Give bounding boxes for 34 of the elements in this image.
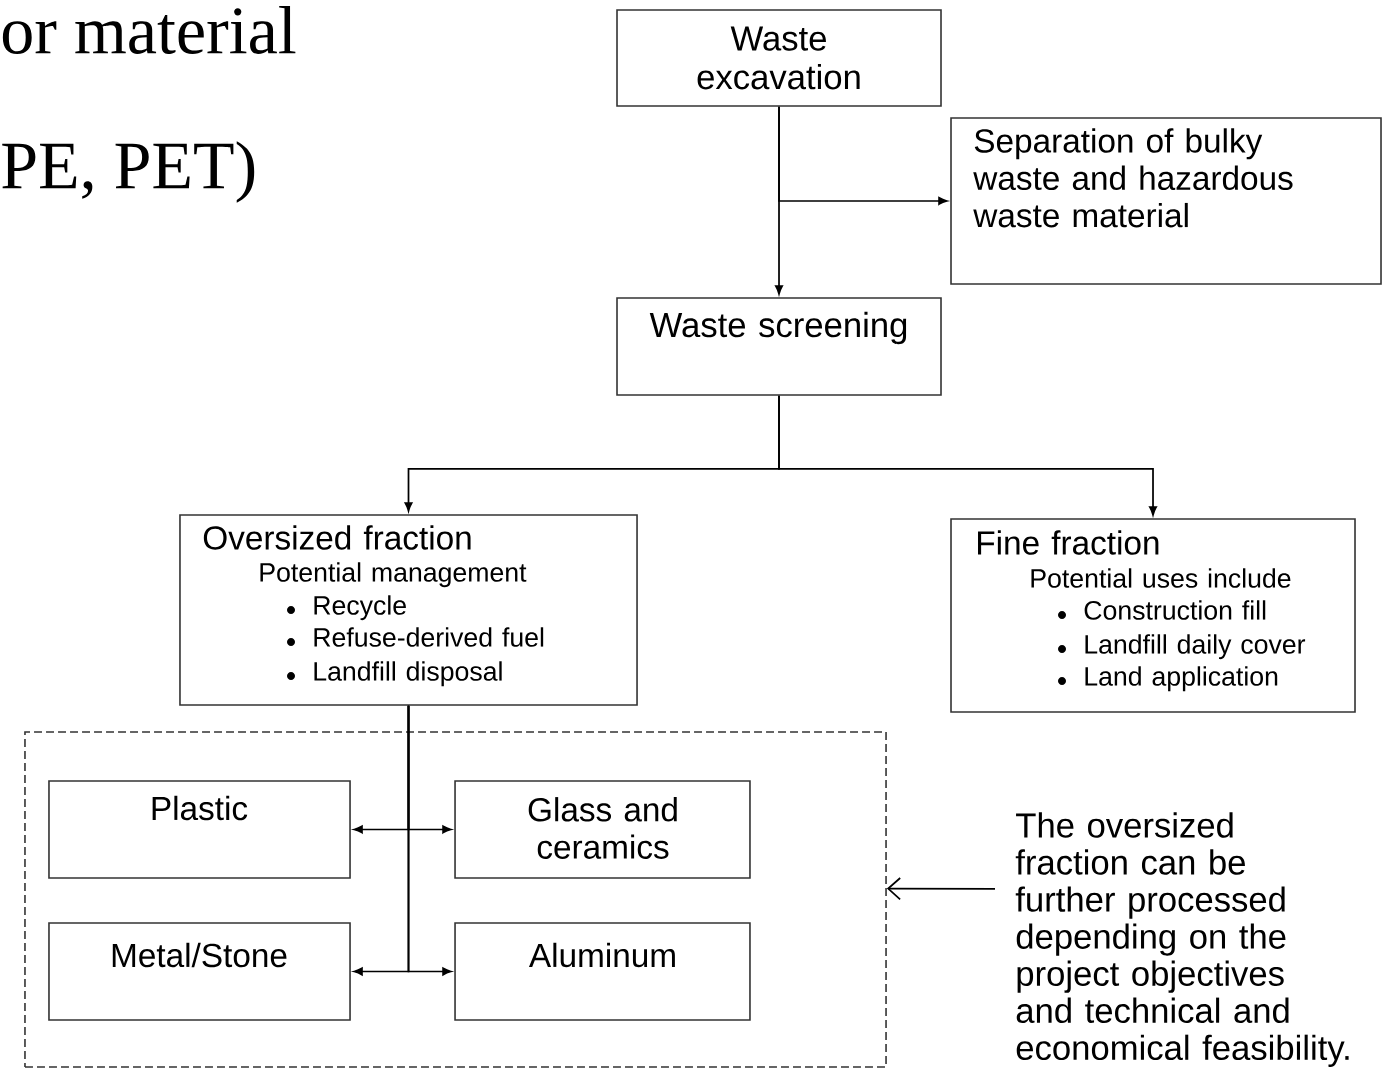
box-text: Waste screening xyxy=(649,311,907,345)
box-text: Potential uses include xyxy=(1031,568,1291,588)
box-text: Landfill disposal xyxy=(314,661,502,687)
box-text: Separation of bulky waste and hazardous waste material xyxy=(973,128,1293,228)
box-text: Metal/Stone xyxy=(112,942,287,968)
process-box xyxy=(454,922,751,1021)
process-box xyxy=(454,780,751,879)
box-text: Oversized fraction xyxy=(203,525,471,550)
box-text: Waste excavation xyxy=(697,26,860,90)
process-box xyxy=(950,518,1356,713)
box-text: Refuse-derived fuel xyxy=(314,627,544,647)
box-text: Plastic xyxy=(152,795,248,821)
dashed-group-box xyxy=(24,731,887,1068)
process-box xyxy=(48,780,351,879)
box-text: Fine fraction xyxy=(978,530,1159,555)
box-text: Landfill daily cover xyxy=(1085,634,1306,660)
process-box xyxy=(616,297,942,396)
process-box xyxy=(48,922,351,1021)
process-box xyxy=(179,514,638,706)
box-text: Recycle xyxy=(314,595,406,621)
box-text: Aluminum xyxy=(528,942,675,968)
slide-text: or material xyxy=(2,6,296,54)
arrow xyxy=(778,394,1157,516)
arrow xyxy=(886,877,996,901)
process-box xyxy=(616,9,942,107)
note-text: The oversized fraction can be further processed depending on the project objectives and technical and economical feasibility. xyxy=(1015,812,1349,1067)
slide-text: PE, PET) xyxy=(2,141,255,203)
arrow xyxy=(778,105,948,205)
box-text: Construction fill xyxy=(1084,600,1266,620)
process-box xyxy=(950,117,1382,285)
arrow xyxy=(407,704,452,976)
box-text: Land application xyxy=(1085,666,1278,692)
box-text: Potential management xyxy=(260,562,527,588)
box-text: Glass and ceramics xyxy=(528,797,677,859)
